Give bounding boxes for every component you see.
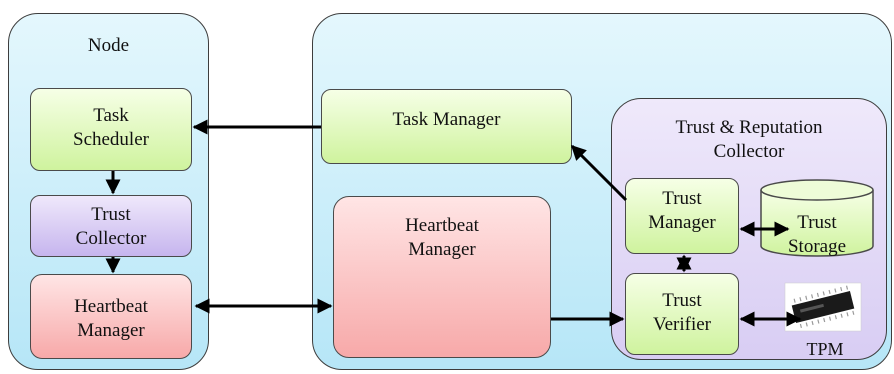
trust-reputation-collector-title: Trust & Reputation Collector bbox=[675, 117, 823, 162]
task-scheduler-box bbox=[30, 88, 192, 171]
task-manager-label: Task Manager bbox=[392, 109, 501, 130]
tpm-label: TPM bbox=[806, 339, 844, 359]
task-manager-box bbox=[321, 89, 572, 164]
trust-storage-label: Trust Storage bbox=[787, 212, 847, 257]
trust-collector-label: Trust Collector bbox=[75, 204, 147, 249]
heartbeat-manager-node-label: Heartbeat Manager bbox=[74, 296, 148, 341]
heartbeat-manager-main-label: Heartbeat Manager bbox=[405, 215, 479, 260]
trust-collector-box bbox=[30, 195, 192, 257]
trust-verifier-box bbox=[625, 273, 739, 355]
trust-manager-box bbox=[625, 178, 739, 254]
trust-verifier-label: Trust Verifier bbox=[652, 290, 712, 335]
heartbeat-manager-main-box bbox=[333, 196, 551, 358]
task-scheduler-label: Task Scheduler bbox=[73, 105, 149, 150]
trust-manager-label: Trust Manager bbox=[648, 188, 716, 233]
heartbeat-manager-node-box bbox=[30, 274, 192, 359]
node-panel-title: Node bbox=[87, 35, 130, 56]
arrow-trustmanager-to-taskmanager bbox=[570, 144, 628, 202]
